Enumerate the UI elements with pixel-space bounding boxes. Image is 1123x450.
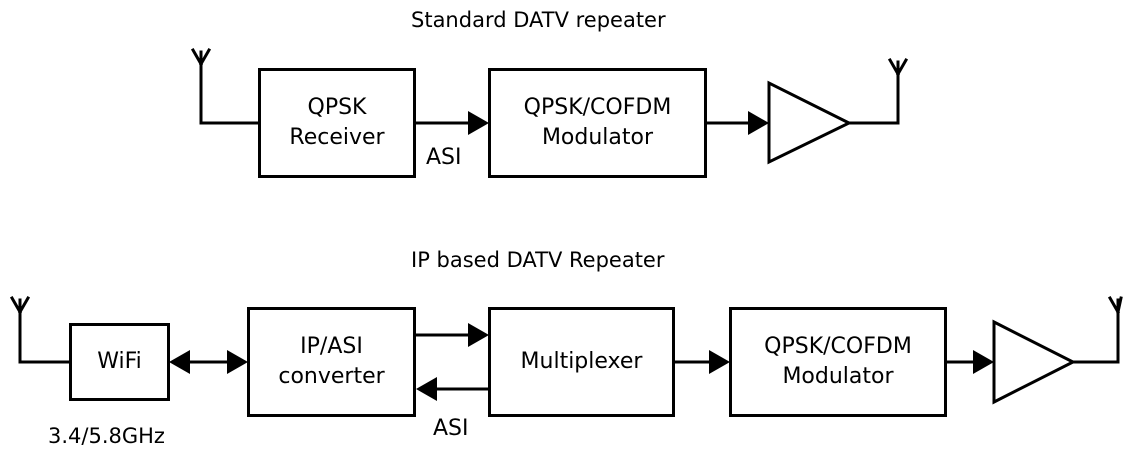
block-label: Modulator — [541, 125, 654, 150]
block-label: QPSK/COFDM — [523, 95, 672, 120]
wifi-block: WiFi — [69, 323, 170, 401]
bidirectional-arrow — [169, 350, 248, 374]
qpsk-receiver-block: QPSK Receiver — [258, 68, 416, 178]
ip-repeater-title: IP based DATV Repeater — [411, 248, 665, 272]
block-label: IP/ASI — [300, 334, 363, 359]
wifi-frequency-label: 3.4/5.8GHz — [48, 424, 165, 448]
converter-to-mux-arrow — [413, 323, 489, 347]
multiplexer-block: Multiplexer — [488, 307, 675, 417]
amplifier-icon — [992, 319, 1077, 405]
antenna-icon — [9, 295, 31, 364]
asi-return-arrow — [416, 377, 491, 401]
modulator-to-amp-arrow — [944, 350, 994, 374]
antenna-icon — [1071, 295, 1123, 364]
block-label: Receiver — [289, 125, 385, 150]
block-label: QPSK — [307, 95, 367, 120]
qpsk-cofdm-modulator-block: QPSK/COFDM Modulator — [729, 307, 947, 417]
antenna-icon — [190, 47, 212, 125]
block-label: WiFi — [97, 349, 142, 374]
standard-repeater-title: Standard DATV repeater — [411, 8, 666, 32]
mux-to-modulator-arrow — [672, 350, 730, 374]
amplifier-icon — [767, 80, 853, 165]
asi-label: ASI — [426, 145, 462, 170]
block-label: QPSK/COFDM — [764, 334, 912, 359]
antenna-icon — [847, 57, 909, 125]
block-label: converter — [278, 364, 385, 389]
asi-arrow — [413, 111, 489, 135]
ip-asi-converter-block: IP/ASI converter — [247, 307, 416, 417]
modulator-to-amp-arrow — [704, 111, 769, 135]
block-label: Multiplexer — [520, 349, 643, 374]
qpsk-cofdm-modulator-block: QPSK/COFDM Modulator — [488, 68, 707, 178]
block-label: Modulator — [782, 364, 894, 389]
asi-label: ASI — [433, 416, 469, 441]
